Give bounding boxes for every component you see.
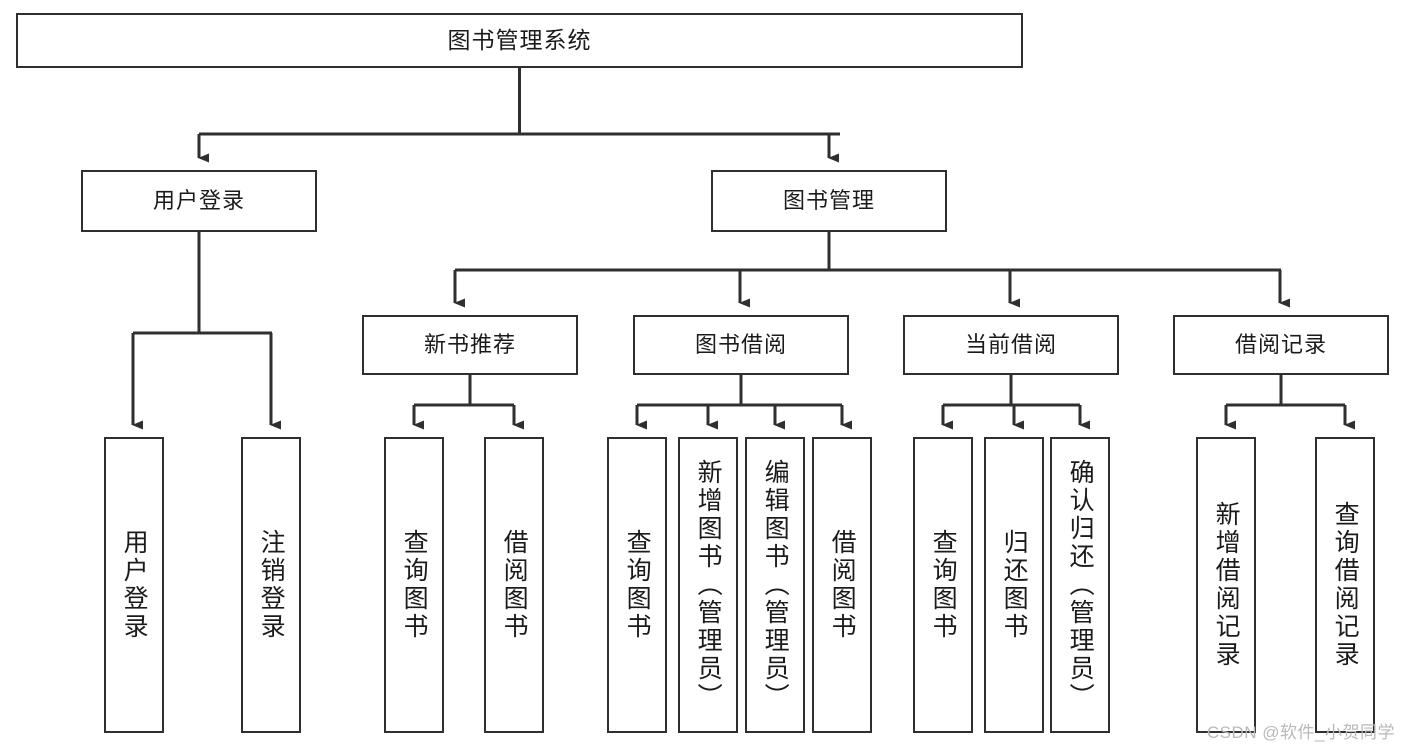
node-current-borrow[interactable]: 当前借阅: [903, 315, 1119, 375]
node-new-book-recommend[interactable]: 新书推荐: [362, 315, 578, 375]
leaf-query-book-borrow[interactable]: 查询图书: [607, 437, 667, 733]
node-root[interactable]: 图书管理系统: [16, 13, 1023, 68]
leaf-confirm-return-admin[interactable]: 确认归还（管理员）: [1050, 437, 1110, 733]
node-user-login[interactable]: 用户登录: [81, 170, 317, 232]
node-book-manage[interactable]: 图书管理: [711, 170, 947, 232]
leaf-borrow-book-recommend[interactable]: 借阅图书: [484, 437, 544, 733]
csdn-watermark: CSDN @软件_小贺同学: [1206, 723, 1395, 742]
leaf-borrow-book[interactable]: 借阅图书: [812, 437, 872, 733]
leaf-query-book-current[interactable]: 查询图书: [913, 437, 973, 733]
leaf-add-borrow-record[interactable]: 新增借阅记录: [1196, 437, 1256, 733]
node-borrow-record[interactable]: 借阅记录: [1173, 315, 1389, 375]
leaf-edit-book-admin[interactable]: 编辑图书（管理员）: [745, 437, 805, 733]
node-book-borrow[interactable]: 图书借阅: [633, 315, 849, 375]
leaf-add-book-admin[interactable]: 新增图书（管理员）: [678, 437, 738, 733]
leaf-user-logout[interactable]: 注销登录: [241, 437, 301, 733]
leaf-query-book-recommend[interactable]: 查询图书: [384, 437, 444, 733]
leaf-return-book[interactable]: 归还图书: [984, 437, 1044, 733]
leaf-query-borrow-record[interactable]: 查询借阅记录: [1315, 437, 1375, 733]
leaf-user-login[interactable]: 用户登录: [104, 437, 164, 733]
